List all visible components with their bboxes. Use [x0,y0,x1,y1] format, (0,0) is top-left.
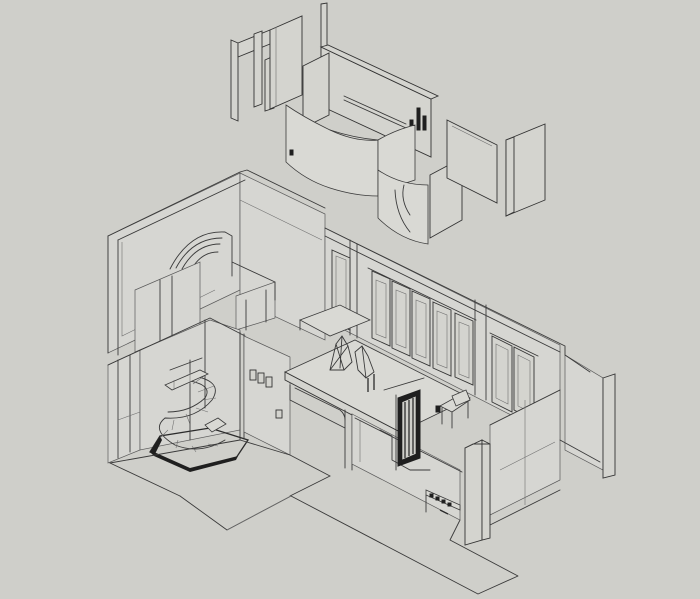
exploded-upper-walls [230,2,546,245]
right-end-wall [489,354,616,516]
front-glass-wall [109,335,331,497]
left-room [107,169,326,356]
spiral-staircase [149,357,250,472]
exploded-panel-medium [446,119,498,204]
front-pillar [425,439,491,546]
sculptures [329,335,375,392]
dark-door-frame [383,377,425,471]
right-doors [489,332,539,421]
door-row [367,267,477,386]
exploded-curved-wall [285,52,429,245]
stair-room [107,317,250,472]
chair [435,389,471,429]
exploded-left-partition [230,15,303,122]
main-space [107,169,616,595]
back-wall [324,227,566,441]
